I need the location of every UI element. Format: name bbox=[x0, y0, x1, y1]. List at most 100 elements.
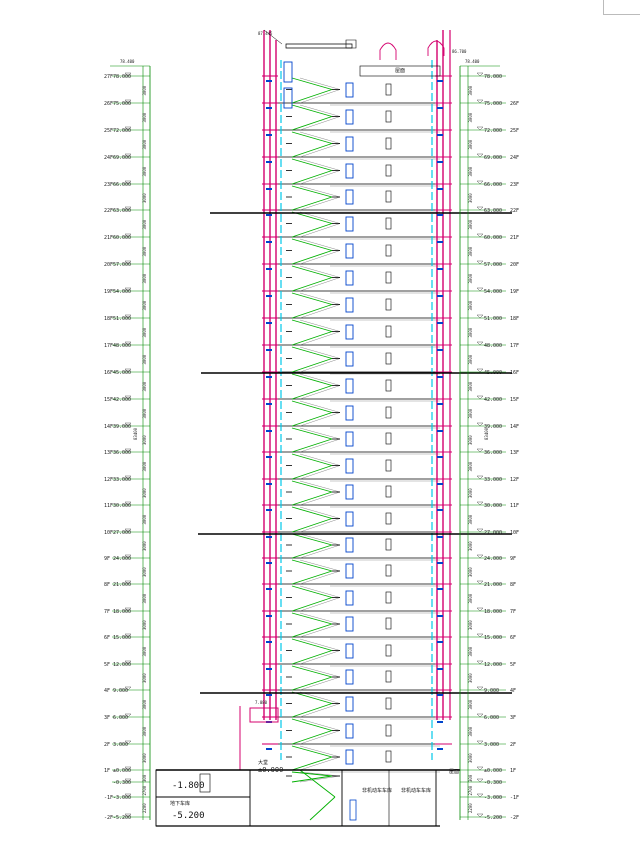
left-level-marker bbox=[124, 126, 132, 131]
left-floor-label: 9F bbox=[104, 556, 110, 562]
right-level-marker bbox=[476, 633, 484, 638]
canopy-elev: 7.080 bbox=[255, 700, 268, 705]
frame-bracket bbox=[437, 134, 443, 136]
stair-handrail bbox=[299, 89, 341, 104]
left-floor-label: 24F bbox=[104, 155, 113, 161]
window-unit bbox=[345, 511, 354, 527]
stair-handrail bbox=[299, 104, 341, 117]
window-unit bbox=[345, 643, 354, 659]
podium-and-basement bbox=[155, 706, 460, 827]
right-floor-label: 17F bbox=[510, 343, 519, 349]
right-floor-dim: 3000 bbox=[468, 514, 473, 524]
left-floor-label: 1F bbox=[104, 768, 110, 774]
stair-handrail bbox=[299, 506, 341, 519]
right-level-marker bbox=[476, 314, 484, 319]
left-elev-label: 57.000 bbox=[113, 262, 131, 268]
stair-handrail bbox=[299, 756, 341, 771]
left-floor-dim: 3000 bbox=[142, 593, 147, 603]
stair-flight bbox=[291, 143, 333, 158]
left-floor-dim: 3000 bbox=[142, 620, 147, 630]
right-elev-label: 36.000 bbox=[484, 450, 502, 456]
left-floor-label: 22F bbox=[104, 208, 113, 214]
frame-bracket bbox=[437, 668, 443, 670]
window-unit bbox=[345, 537, 354, 553]
stair-flight bbox=[291, 211, 333, 224]
right-floor-dim: 3000 bbox=[468, 139, 473, 149]
stair-flight bbox=[291, 453, 333, 466]
right-floor-label: 20F bbox=[510, 262, 519, 268]
frame-bracket bbox=[266, 80, 272, 82]
right-elev-label: -3.000 bbox=[484, 795, 502, 801]
stair-handrail bbox=[299, 775, 341, 783]
stair-handrail bbox=[299, 265, 341, 278]
frame-bracket bbox=[437, 456, 443, 458]
refuge-floor-bands bbox=[198, 212, 512, 694]
right-floor-label: 16F bbox=[510, 370, 519, 376]
left-floor-label: 12F bbox=[104, 477, 113, 483]
door-unit bbox=[385, 591, 392, 604]
left-floor-dim: 2700 bbox=[142, 785, 147, 795]
left-floor-dim: 3000 bbox=[142, 354, 147, 364]
left-floor-label: 10F bbox=[104, 530, 113, 536]
right-floor-dim: 3000 bbox=[468, 381, 473, 391]
right-elev-label: 60.000 bbox=[484, 235, 502, 241]
stair-handrail bbox=[299, 650, 341, 665]
door-unit bbox=[385, 271, 392, 284]
right-total-dim: 83400 bbox=[484, 427, 489, 440]
left-floor-label: 18F bbox=[104, 316, 113, 322]
left-elev-label: 27.000 bbox=[113, 530, 131, 536]
right-level-marker bbox=[476, 126, 484, 131]
left-total-dim: 83400 bbox=[133, 427, 138, 440]
left-floor-label: -2F bbox=[104, 815, 113, 821]
left-elev-label: 42.000 bbox=[113, 397, 131, 403]
left-floor-label: 8F bbox=[104, 582, 110, 588]
right-level-marker bbox=[476, 72, 484, 77]
left-floor-dim: 3000 bbox=[142, 381, 147, 391]
window-unit bbox=[345, 163, 354, 179]
right-floor-label: -1F bbox=[510, 795, 519, 801]
right-level-marker bbox=[476, 448, 484, 453]
left-elev-label: 39.000 bbox=[113, 424, 131, 430]
stair-handrail bbox=[299, 292, 341, 305]
right-elev-label: 27.000 bbox=[484, 530, 502, 536]
stair-flight bbox=[291, 400, 333, 413]
frame-bracket bbox=[437, 241, 443, 243]
frame-bracket bbox=[437, 349, 443, 351]
left-level-marker bbox=[124, 233, 132, 238]
window-unit bbox=[345, 616, 354, 632]
roof-structure bbox=[263, 29, 445, 77]
right-floor-label: 2F bbox=[510, 742, 516, 748]
right-floor-dim: 3000 bbox=[468, 246, 473, 256]
door-unit bbox=[385, 110, 392, 123]
left-elev-label: 12.000 bbox=[113, 662, 131, 668]
frame-bracket bbox=[266, 349, 272, 351]
stair-handrail bbox=[299, 412, 341, 427]
door-unit bbox=[385, 564, 392, 577]
stair-handrail bbox=[299, 745, 341, 758]
left-elev-label: 9.000 bbox=[113, 688, 128, 694]
left-elev-label: 75.000 bbox=[113, 101, 131, 107]
frame-bracket bbox=[266, 588, 272, 590]
door-unit bbox=[385, 538, 392, 551]
window-unit bbox=[345, 669, 354, 685]
right-level-marker bbox=[476, 260, 484, 265]
left-level-marker bbox=[124, 528, 132, 533]
door-unit bbox=[385, 352, 392, 365]
right-floor-dim: 3000 bbox=[468, 620, 473, 630]
right-floor-dim: 3000 bbox=[468, 85, 473, 95]
left-level-marker bbox=[124, 580, 132, 585]
left-floor-label: 3F bbox=[104, 715, 110, 721]
left-elev-label: 69.000 bbox=[113, 155, 131, 161]
right-floor-dim: 3000 bbox=[468, 354, 473, 364]
stair-flight bbox=[291, 491, 333, 506]
right-elev-label: ±0.000 bbox=[484, 768, 502, 774]
left-floor-dim: 3000 bbox=[142, 435, 147, 445]
door-unit bbox=[385, 190, 392, 203]
door-unit bbox=[385, 217, 392, 230]
right-floor-dim: 3000 bbox=[468, 327, 473, 337]
right-level-marker bbox=[476, 740, 484, 745]
left-elev-label: 33.000 bbox=[113, 477, 131, 483]
roof-dome-left bbox=[379, 42, 397, 60]
stair-handrail bbox=[299, 691, 341, 704]
